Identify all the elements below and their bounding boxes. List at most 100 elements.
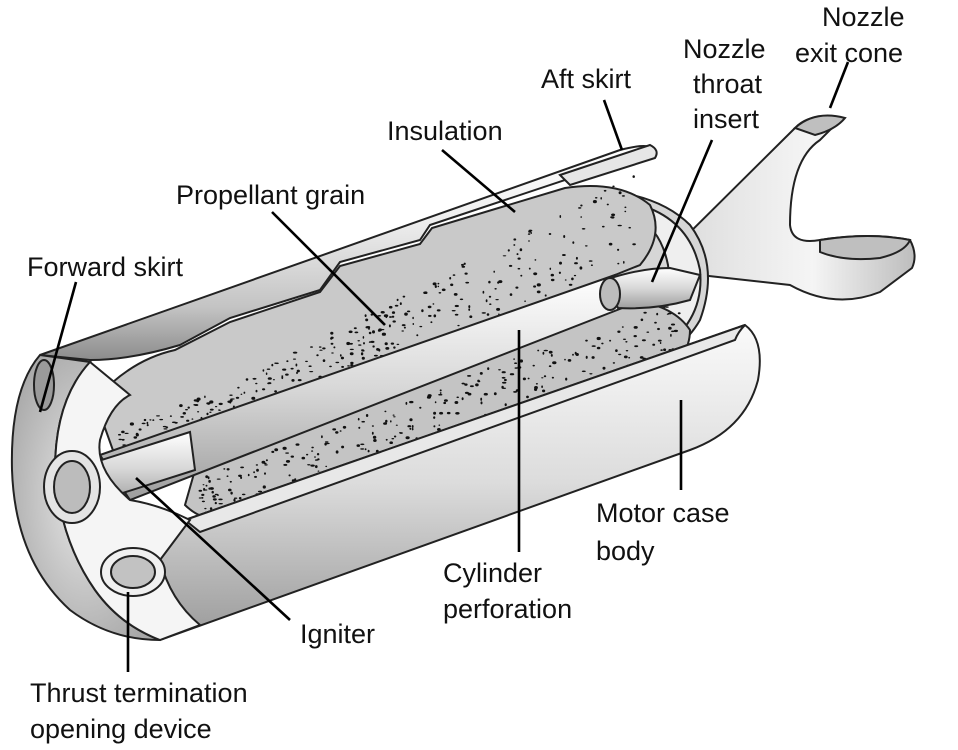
propellant-speckle bbox=[591, 356, 595, 359]
propellant-speckle bbox=[209, 487, 214, 490]
propellant-speckle bbox=[494, 288, 497, 290]
leader-nozzle-exit-cone bbox=[828, 61, 850, 109]
leader-nozzle-throat-insert bbox=[650, 139, 714, 283]
propellant-speckle bbox=[330, 331, 334, 335]
propellant-speckle bbox=[501, 371, 506, 374]
propellant-speckle bbox=[530, 232, 532, 234]
propellant-speckle bbox=[396, 343, 400, 346]
propellant-speckle bbox=[461, 265, 466, 268]
propellant-speckle bbox=[329, 365, 332, 368]
propellant-speckle bbox=[601, 342, 604, 345]
propellant-speckle bbox=[632, 175, 635, 178]
propellant-speckle bbox=[402, 295, 406, 298]
propellant-speckle bbox=[218, 498, 223, 501]
propellant-speckle bbox=[385, 438, 388, 441]
propellant-speckle bbox=[621, 195, 626, 197]
propellant-speckle bbox=[433, 416, 436, 419]
propellant-speckle bbox=[169, 415, 172, 417]
propellant-speckle bbox=[121, 430, 125, 434]
propellant-speckle bbox=[357, 340, 361, 342]
propellant-speckle bbox=[498, 369, 501, 371]
propellant-speckle bbox=[482, 290, 485, 294]
propellant-speckle bbox=[129, 422, 134, 426]
propellant-speckle bbox=[350, 361, 354, 365]
propellant-speckle bbox=[333, 346, 336, 349]
propellant-speckle bbox=[353, 327, 357, 330]
propellant-speckle bbox=[461, 263, 464, 266]
propellant-speckle bbox=[238, 474, 242, 477]
propellant-speckle bbox=[146, 424, 149, 427]
propellant-speckle bbox=[456, 396, 460, 399]
propellant-speckle bbox=[524, 300, 526, 302]
propellant-speckle bbox=[541, 385, 543, 389]
propellant-speckle bbox=[671, 330, 675, 333]
propellant-speckle bbox=[454, 313, 459, 316]
leader-aft-skirt bbox=[602, 99, 624, 151]
propellant-speckle bbox=[611, 213, 616, 217]
propellant-speckle bbox=[267, 382, 270, 385]
propellant-speckle bbox=[370, 340, 375, 343]
propellant-speckle bbox=[391, 438, 395, 440]
propellant-speckle bbox=[233, 497, 238, 499]
propellant-speckle bbox=[283, 463, 288, 466]
propellant-speckle bbox=[341, 365, 344, 368]
propellant-speckle bbox=[528, 267, 531, 270]
propellant-speckle bbox=[361, 356, 365, 360]
propellant-speckle bbox=[608, 242, 613, 246]
propellant-speckle bbox=[281, 375, 284, 377]
propellant-speckle bbox=[253, 471, 256, 474]
propellant-speckle bbox=[228, 488, 232, 492]
propellant-speckle bbox=[206, 402, 211, 405]
propellant-speckle bbox=[615, 349, 618, 352]
propellant-speckle bbox=[152, 419, 155, 421]
propellant-speckle bbox=[537, 349, 540, 352]
propellant-speckle bbox=[317, 458, 320, 461]
propellant-speckle bbox=[330, 337, 333, 340]
propellant-speckle bbox=[564, 279, 567, 281]
propellant-speckle bbox=[625, 341, 628, 343]
propellant-speckle bbox=[589, 373, 593, 375]
propellant-speckle bbox=[358, 344, 362, 346]
leader-insulation bbox=[441, 149, 516, 213]
propellant-speckle bbox=[513, 238, 517, 241]
propellant-speckle bbox=[542, 351, 545, 355]
propellant-speckle bbox=[412, 323, 415, 325]
propellant-speckle bbox=[578, 207, 582, 209]
propellant-speckle bbox=[498, 280, 503, 284]
propellant-speckle bbox=[191, 418, 194, 420]
propellant-speckle bbox=[508, 264, 513, 267]
propellant-speckle bbox=[314, 456, 316, 458]
propellant-speckle bbox=[290, 455, 294, 458]
propellant-speckle bbox=[230, 491, 233, 495]
propellant-speckle bbox=[262, 388, 266, 391]
propellant-speckle bbox=[624, 210, 627, 213]
propellant-speckle bbox=[393, 435, 397, 438]
propellant-speckle bbox=[358, 426, 361, 429]
propellant-speckle bbox=[118, 438, 122, 441]
propellant-speckle bbox=[673, 329, 679, 333]
propellant-speckle bbox=[432, 282, 437, 286]
propellant-speckle bbox=[311, 446, 314, 449]
propellant-speckle bbox=[423, 291, 426, 294]
propellant-speckle bbox=[296, 369, 300, 373]
propellant-speckle bbox=[311, 450, 314, 452]
propellant-speckle bbox=[385, 347, 390, 350]
propellant-speckle bbox=[657, 327, 660, 331]
propellant-speckle bbox=[243, 391, 246, 394]
propellant-speckle bbox=[451, 310, 456, 312]
propellant-speckle bbox=[205, 484, 208, 487]
propellant-speckle bbox=[652, 343, 656, 346]
propellant-speckle bbox=[504, 378, 507, 382]
propellant-speckle bbox=[509, 293, 513, 296]
propellant-speckle bbox=[292, 358, 297, 360]
propellant-speckle bbox=[574, 351, 577, 355]
propellant-speckle bbox=[514, 367, 518, 369]
propellant-speckle bbox=[223, 468, 226, 470]
propellant-speckle bbox=[533, 285, 537, 288]
propellant-speckle bbox=[274, 448, 279, 452]
propellant-speckle bbox=[360, 443, 365, 446]
propellant-speckle bbox=[464, 391, 469, 394]
propellant-speckle bbox=[322, 347, 326, 350]
propellant-speckle bbox=[380, 311, 385, 314]
propellant-speckle bbox=[548, 350, 553, 354]
